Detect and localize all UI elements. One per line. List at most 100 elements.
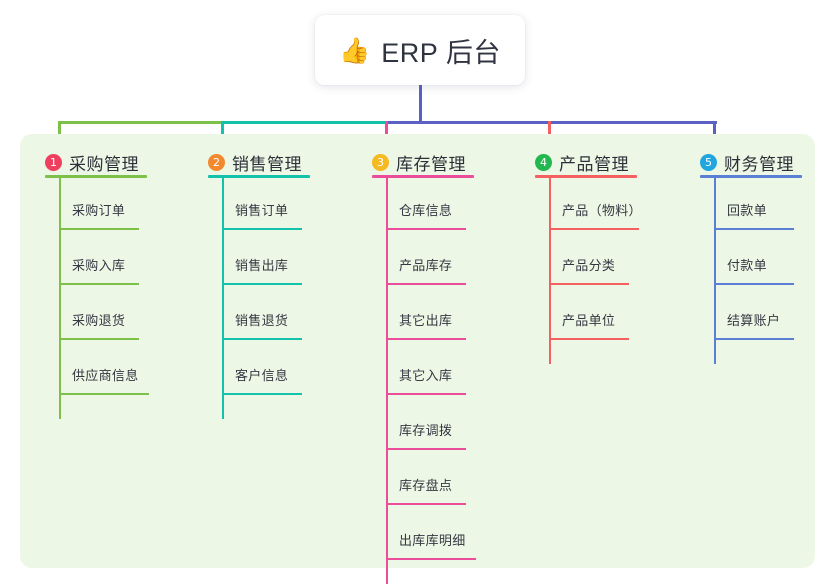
leaf-node-label: 采购订单 (72, 203, 126, 218)
leaf-node-underline (61, 228, 139, 230)
branch-header-3[interactable]: 3 库存管理 (372, 146, 474, 178)
leaf-node[interactable]: 销售出库 (224, 255, 302, 285)
branch-spine (386, 178, 388, 584)
leaf-node-underline (388, 283, 466, 285)
leaf-node-underline (224, 393, 302, 395)
branch-number-badge: 1 (45, 153, 62, 171)
leaf-node-label: 付款单 (727, 258, 767, 273)
leaf-node-underline (716, 228, 794, 230)
root-node-title: ERP 后台 (381, 37, 501, 68)
branch-number-badge: 5 (700, 153, 717, 171)
branch-header-4[interactable]: 4 产品管理 (535, 146, 637, 178)
branch-title: 产品管理 (559, 154, 629, 174)
bus-segment-1 (59, 121, 222, 124)
leaf-node-underline (551, 228, 639, 230)
leaf-node[interactable]: 产品库存 (388, 255, 466, 285)
branch-column-3: 3 库存管理仓库信息产品库存其它出库其它入库库存调拨库存盘点出库库明细 (372, 146, 522, 584)
leaf-node-label: 供应商信息 (72, 368, 139, 383)
bus-segment-3 (386, 121, 717, 124)
branch-number-badge: 4 (535, 153, 552, 171)
leaf-node[interactable]: 客户信息 (224, 365, 302, 395)
branch-title-underline (208, 175, 310, 178)
leaf-node[interactable]: 采购订单 (61, 200, 139, 230)
leaf-node-underline (388, 228, 466, 230)
branch-spine (222, 178, 224, 419)
leaf-node[interactable]: 其它出库 (388, 310, 466, 340)
leaf-node-underline (61, 338, 139, 340)
leaf-node[interactable]: 产品分类 (551, 255, 629, 285)
leaf-node-underline (388, 448, 466, 450)
leaf-node-underline (716, 338, 794, 340)
leaf-node-label: 产品分类 (562, 258, 616, 273)
leaf-node[interactable]: 仓库信息 (388, 200, 466, 230)
leaf-node-label: 库存盘点 (399, 478, 453, 493)
leaf-node-label: 销售退货 (235, 313, 289, 328)
leaf-node-label: 库存调拨 (399, 423, 453, 438)
branch-title: 财务管理 (724, 154, 794, 174)
leaf-node-underline (388, 393, 466, 395)
leaf-node-underline (716, 283, 794, 285)
leaf-node-label: 结算账户 (727, 313, 781, 328)
branch-header-5[interactable]: 5 财务管理 (700, 146, 802, 178)
leaf-node-label: 仓库信息 (399, 203, 453, 218)
leaf-node-underline (224, 228, 302, 230)
leaf-node[interactable]: 产品（物料） (551, 200, 642, 230)
branch-title: 销售管理 (232, 154, 302, 174)
leaf-node-label: 回款单 (727, 203, 767, 218)
leaf-node-underline (388, 558, 476, 560)
branch-title: 库存管理 (396, 154, 466, 174)
branch-title: 采购管理 (69, 154, 139, 174)
root-trunk-line (418, 85, 422, 124)
leaf-node-underline (388, 503, 466, 505)
leaf-node-underline (224, 338, 302, 340)
leaf-node[interactable]: 采购退货 (61, 310, 139, 340)
branch-column-2: 2 销售管理销售订单销售出库销售退货客户信息 (208, 146, 358, 419)
leaf-node[interactable]: 产品单位 (551, 310, 629, 340)
leaf-node-underline (551, 283, 629, 285)
branch-spine (714, 178, 716, 364)
leaf-node[interactable]: 其它入库 (388, 365, 466, 395)
branch-title-underline (372, 175, 474, 178)
leaf-node-label: 销售出库 (235, 258, 289, 273)
branch-header-1[interactable]: 1 采购管理 (45, 146, 147, 178)
leaf-node-underline (61, 393, 149, 395)
leaf-node-label: 其它入库 (399, 368, 453, 383)
leaf-node-underline (388, 338, 466, 340)
leaf-node-underline (551, 338, 629, 340)
leaf-node[interactable]: 付款单 (716, 255, 794, 285)
leaf-node-underline (224, 283, 302, 285)
thumbs-up-icon: 👍 (339, 35, 371, 65)
bus-segment-2 (222, 121, 386, 124)
branch-title-underline (535, 175, 637, 178)
branch-header-2[interactable]: 2 销售管理 (208, 146, 310, 178)
branches-panel (20, 134, 815, 568)
branch-column-1: 1 采购管理采购订单采购入库采购退货供应商信息 (45, 146, 195, 419)
leaf-node[interactable]: 出库库明细 (388, 530, 476, 560)
leaf-node-label: 产品（物料） (562, 203, 642, 218)
leaf-node[interactable]: 库存调拨 (388, 420, 466, 450)
branch-spine (549, 178, 551, 364)
leaf-node-label: 采购退货 (72, 313, 126, 328)
leaf-node-label: 客户信息 (235, 368, 289, 383)
leaf-node-label: 其它出库 (399, 313, 453, 328)
branch-title-underline (700, 175, 802, 178)
leaf-node[interactable]: 库存盘点 (388, 475, 466, 505)
leaf-node-label: 出库库明细 (399, 533, 466, 548)
root-node[interactable]: 👍 ERP 后台 (315, 15, 525, 85)
branch-title-underline (45, 175, 147, 178)
leaf-node[interactable]: 销售退货 (224, 310, 302, 340)
branch-spine (59, 178, 61, 419)
leaf-node[interactable]: 销售订单 (224, 200, 302, 230)
leaf-node[interactable]: 供应商信息 (61, 365, 149, 395)
branch-number-badge: 2 (208, 153, 225, 171)
leaf-node[interactable]: 结算账户 (716, 310, 794, 340)
branch-column-5: 5 财务管理回款单付款单结算账户 (700, 146, 839, 364)
leaf-node[interactable]: 采购入库 (61, 255, 139, 285)
leaf-node-label: 产品单位 (562, 313, 616, 328)
leaf-node-label: 销售订单 (235, 203, 289, 218)
leaf-node-underline (61, 283, 139, 285)
branch-number-badge: 3 (372, 153, 389, 171)
leaf-node[interactable]: 回款单 (716, 200, 794, 230)
leaf-node-label: 采购入库 (72, 258, 126, 273)
